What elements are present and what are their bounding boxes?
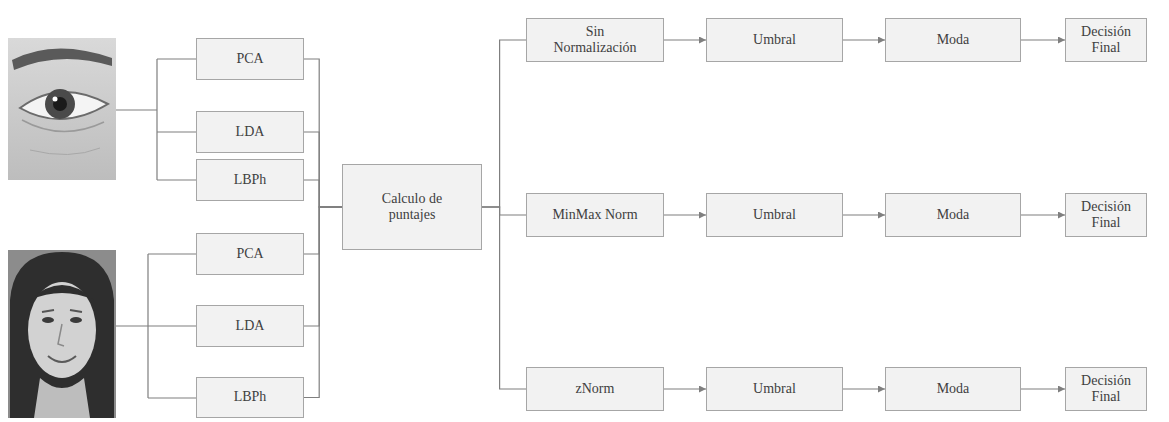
connector	[482, 207, 526, 389]
process-box: LDA	[196, 111, 304, 153]
box-label: zNorm	[576, 381, 615, 397]
process-box: LBPh	[196, 377, 304, 418]
box-label: Umbral	[753, 32, 796, 48]
connector	[304, 207, 342, 326]
process-box: zNorm	[526, 367, 664, 411]
box-label: PCA	[236, 246, 263, 262]
box-label: Decisión Final	[1075, 24, 1137, 56]
connector	[1021, 388, 1065, 389]
connector	[304, 207, 342, 254]
connector	[664, 214, 706, 215]
box-label: Sin Normalización	[545, 24, 645, 56]
box-label: Umbral	[753, 381, 796, 397]
connector	[304, 180, 342, 207]
connector	[843, 214, 885, 215]
process-box: PCA	[196, 38, 304, 80]
process-box: Calculo de puntajes	[342, 164, 482, 250]
process-box: LDA	[196, 305, 304, 347]
process-box: Moda	[885, 367, 1021, 411]
process-box: Umbral	[706, 367, 843, 411]
process-box: MinMax Norm	[526, 193, 664, 237]
process-box: Umbral	[706, 18, 843, 62]
connector	[664, 388, 706, 389]
connector	[482, 207, 526, 215]
box-label: LBPh	[234, 172, 267, 188]
process-box: Moda	[885, 18, 1021, 62]
process-box: Sin Normalización	[526, 18, 664, 62]
box-label: Moda	[937, 207, 970, 223]
process-box: Moda	[885, 193, 1021, 237]
box-label: Calculo de puntajes	[367, 191, 457, 223]
connector	[304, 207, 342, 398]
connector	[482, 40, 526, 207]
connector	[843, 39, 885, 40]
box-label: Decisión Final	[1075, 199, 1137, 231]
input-branch-lines	[116, 59, 196, 398]
connector	[1021, 39, 1065, 40]
connector	[304, 132, 342, 207]
box-label: Decisión Final	[1075, 373, 1137, 405]
face-photo	[8, 250, 116, 418]
box-label: LBPh	[234, 389, 267, 405]
process-box: LBPh	[196, 159, 304, 201]
box-label: MinMax Norm	[552, 207, 637, 223]
process-box: Decisión Final	[1065, 18, 1147, 62]
box-label: Umbral	[753, 207, 796, 223]
eye-photo	[8, 38, 116, 180]
process-box: Decisión Final	[1065, 193, 1147, 237]
box-label: LDA	[236, 124, 265, 140]
box-label: Moda	[937, 32, 970, 48]
connector	[664, 39, 706, 40]
box-label: LDA	[236, 318, 265, 334]
box-label: Moda	[937, 381, 970, 397]
connector	[843, 388, 885, 389]
connector	[304, 59, 342, 207]
process-box: PCA	[196, 233, 304, 275]
process-box: Umbral	[706, 193, 843, 237]
process-box: Decisión Final	[1065, 367, 1147, 411]
box-label: PCA	[236, 51, 263, 67]
connector	[1021, 214, 1065, 215]
